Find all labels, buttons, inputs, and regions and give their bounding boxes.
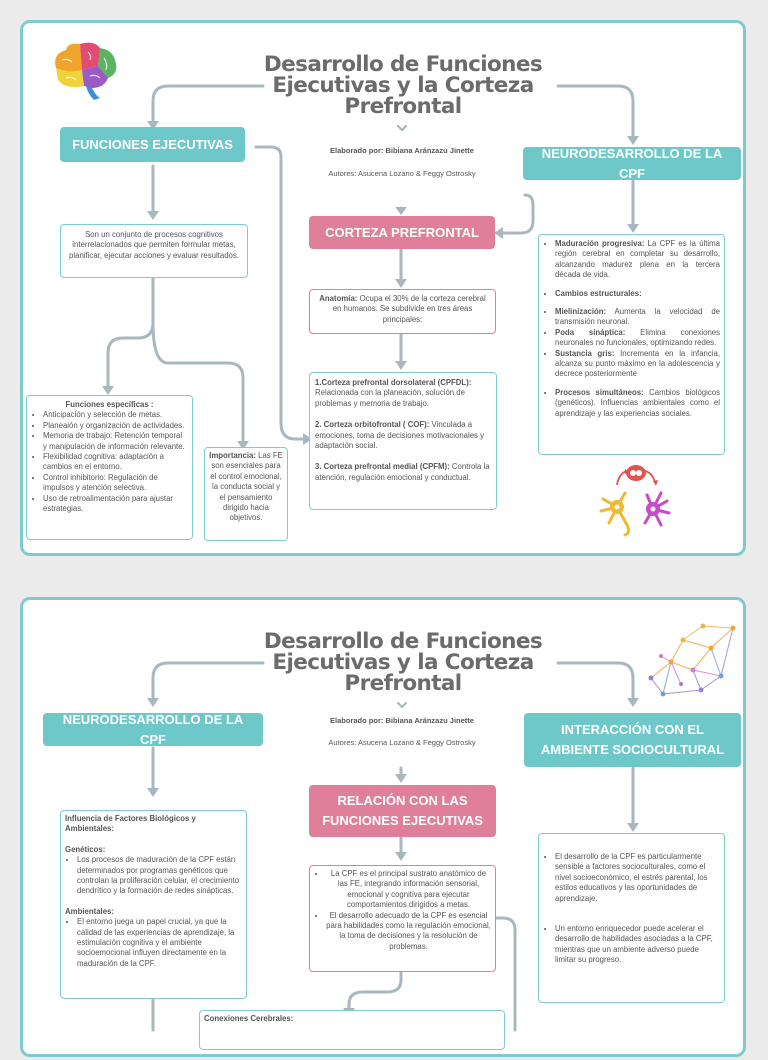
list-item: El desarrollo de la CPF es particularmen… [555,852,720,904]
page-title: Desarrollo de Funciones Ejecutivas y la … [263,629,543,696]
connector-lines [102,84,639,450]
relation-list: La CPF es el principal sustrato anatómic… [314,869,491,952]
connections-box: Conexiones Cerebrales: [199,1010,505,1050]
social-list: El desarrollo de la CPF es particularmen… [543,852,720,966]
author-line: Elaborado por: Bibiana Aránzazu Jinette [330,716,474,725]
list-item: Planeaión y organización de actividades. [43,421,188,431]
list-item: La CPF es el principal sustrato anatómic… [326,869,491,911]
list-item: Control inhibitorio: Regulación de impul… [43,473,188,494]
chevron-down-icon [396,701,408,709]
list-item: Poda sináptica: Elimina conexiones neuro… [555,328,720,349]
cpf-header: CORTEZA PREFRONTAL [309,216,495,249]
social-header: INTERACCIÓN CON EL AMBIENTE SOCIOCULTURA… [524,713,741,767]
chevron-down-icon [396,124,408,132]
anatomy-box: Anatomía: Ocupa el 30% de la corteza cer… [309,289,496,334]
list-item: Maduración progresiva: La CPF es la últi… [555,239,720,281]
area-dorsolateral: 1.Corteza prefrontal dorsolateral (CPFDL… [315,378,472,408]
brain-icon [55,42,117,100]
specific-functions: Funciones específicas : Anticipación y s… [26,395,193,540]
author-line: Elaborado por: Bibiana Aránzazu Jinette [330,146,474,155]
neuro-box: Maduración progresiva: La CPF es la últi… [538,234,725,455]
relation-box: La CPF es el principal sustrato anatómic… [309,865,496,972]
list-item: Anticipación y selección de metas. [43,410,188,420]
fe-definition: Son un conjunto de procesos cognitivos i… [60,224,248,278]
page-title: Desarrollo de Funciones Ejecutivas y la … [263,52,543,119]
list-item: Flexibilidad cognitiva: adaptación a cam… [43,452,188,473]
specific-title: Funciones específicas : [65,400,154,409]
importance-box: Importancia: Las FE son esenciales para … [204,447,288,541]
env-title: Ambientales: [65,906,114,916]
network-icon [648,623,736,697]
list-item: El entorno juega un papel crucial, ya qu… [77,917,242,969]
neuro-header: NEURODESARROLLO DE LA CPF [43,712,263,747]
relation-header: RELACIÓN CON LAS FUNCIONES EJECUTIVAS [309,785,496,837]
genetic-title: Genéticos: [65,844,106,854]
list-item: Un entorno enriquecedor puede acelerar e… [555,924,720,966]
factors-title: Influencia de Factores Biológicos y Ambi… [65,814,196,834]
area-orbitofrontal: 2. Corteza orbitofrontal ( COF): Vincula… [315,420,485,451]
factors-box: Influencia de Factores Biológicos y Ambi… [60,810,247,999]
sources-line: Autores: Asucena Lozano & Feggy Ostrosky [328,169,476,178]
fe-header: FUNCIONES EJECUTIVAS [60,127,245,162]
area-medial: 3. Corteza prefrontal medial (CPFM): Con… [315,462,490,482]
page-2: Desarrollo de Funciones Ejecutivas y la … [20,597,746,1057]
specific-list: Anticipación y selección de metas. Plane… [31,410,188,514]
areas-box: 1.Corteza prefrontal dorsolateral (CPFDL… [309,372,497,510]
neuro-list: Maduración progresiva: La CPF es la últi… [543,239,720,419]
genetic-list: Los procesos de maduración de la CPF est… [65,855,242,897]
env-list: El entorno juega un papel crucial, ya qu… [65,917,242,969]
social-box: El desarrollo de la CPF es particularmen… [538,833,725,1003]
list-item: Cambios estructurales: [555,289,720,299]
connector-lines [147,661,639,1032]
list-item: Procesos simultáneos: Cambios biológicos… [555,388,720,419]
connections-title: Conexiones Cerebrales: [204,1014,294,1023]
list-item: Sustancia gris: Incrementa en la infanci… [555,349,720,380]
page-1: Desarrollo de Funciones Ejecutivas y la … [20,20,746,556]
list-item: Los procesos de maduración de la CPF est… [77,855,242,897]
sources-line: Autores: Asucena Lozano & Feggy Ostrosky [328,738,476,747]
list-item: Memoria de trabajo: Retención temporal y… [43,431,188,452]
list-item: El desarrollo adecuado de la CPF es esen… [326,911,491,953]
neuro-header: NEURODESARROLLO DE LA CPF [523,146,741,181]
list-item: Uso de retroalimentación para ajustar es… [43,494,188,515]
neuron-cycle-icon [599,465,671,537]
list-item: Mielinización: Aumenta la velocidad de t… [555,307,720,328]
